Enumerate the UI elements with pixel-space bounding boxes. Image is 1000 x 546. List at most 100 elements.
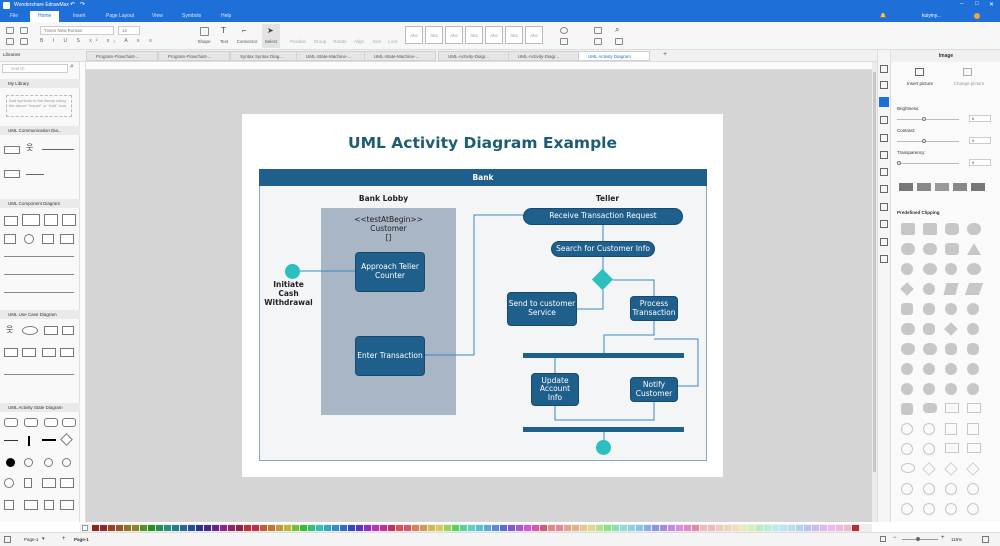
section-uml-communication[interactable]: UML Communication Dia... (0, 126, 80, 135)
clip-shape[interactable] (945, 303, 957, 315)
page-select[interactable]: Page-1 (24, 537, 39, 542)
clip-shape[interactable] (945, 343, 957, 355)
color-swatch[interactable] (852, 525, 859, 531)
page-tab[interactable]: Page-1 (74, 537, 89, 542)
clip-shape[interactable] (901, 503, 913, 515)
zoom-in-icon[interactable]: + (941, 535, 945, 541)
paste-icon[interactable] (6, 38, 14, 45)
color-swatch[interactable] (316, 525, 323, 531)
clip-shape[interactable] (945, 263, 957, 275)
clip-shape[interactable] (923, 283, 935, 295)
color-swatch[interactable] (788, 525, 795, 531)
fill-panel-icon[interactable] (880, 65, 888, 73)
initial-node-shape[interactable] (6, 458, 15, 467)
action-approach-teller[interactable]: Approach Teller Counter (355, 252, 425, 292)
clip-shape[interactable] (923, 263, 937, 275)
clip-shape[interactable] (945, 223, 959, 235)
color-swatch[interactable] (660, 525, 667, 531)
chart-panel-icon[interactable] (880, 151, 888, 159)
color-swatch[interactable] (332, 525, 339, 531)
color-swatch[interactable] (428, 525, 435, 531)
search-icon[interactable]: ⌕ (70, 63, 74, 70)
align-label[interactable]: Align (353, 39, 364, 44)
clip-shape[interactable] (923, 303, 935, 315)
clip-shape[interactable] (901, 223, 915, 235)
doc-tab[interactable]: UML-Activity-Diagr... (508, 51, 580, 61)
assembly-line[interactable] (4, 274, 74, 275)
clip-shape[interactable] (923, 403, 937, 413)
sitemap-panel-icon[interactable] (880, 220, 888, 228)
doc-tab[interactable]: Syntax Syntax Diag... (230, 51, 302, 61)
color-swatch[interactable] (628, 525, 635, 531)
action-shape[interactable] (24, 418, 38, 427)
color-swatch[interactable] (836, 525, 843, 531)
brightness-slider[interactable] (897, 119, 959, 120)
flow-enter-to-receive[interactable] (425, 214, 523, 356)
color-swatch[interactable] (564, 525, 571, 531)
join-bar[interactable] (523, 427, 684, 432)
port-shape[interactable] (42, 234, 54, 244)
crop-icon[interactable] (594, 27, 602, 34)
clip-shape[interactable] (901, 443, 913, 455)
flow-loop-to-notify[interactable] (654, 338, 699, 387)
style-gallery[interactable]: Abc Abc Abc Abc Abc Abc Abc (405, 26, 545, 44)
color-swatch[interactable] (412, 525, 419, 531)
flow-line[interactable] (4, 440, 18, 441)
color-swatch[interactable] (124, 525, 131, 531)
shape-label[interactable]: Shape (197, 39, 211, 44)
component-shape[interactable] (4, 216, 18, 226)
clip-shape[interactable] (901, 263, 913, 275)
effect-thumb[interactable] (899, 183, 913, 191)
color-swatch[interactable] (348, 525, 355, 531)
action-search-customer[interactable]: Search for Customer Info (551, 241, 655, 257)
color-swatch[interactable] (116, 525, 123, 531)
color-swatch[interactable] (476, 525, 483, 531)
lane-label-bank-lobby[interactable]: Bank Lobby (358, 194, 409, 203)
color-swatch[interactable] (612, 525, 619, 531)
menu-file[interactable]: File (10, 13, 19, 19)
zoom-thumb[interactable] (916, 537, 920, 541)
library-search-input[interactable]: search (2, 64, 68, 73)
font-size-select[interactable]: 12 (118, 26, 140, 35)
final-node[interactable] (596, 440, 611, 455)
section-uml-component[interactable]: UML Component Diagram (0, 199, 80, 208)
action-shape[interactable] (4, 418, 18, 427)
color-swatch[interactable] (556, 525, 563, 531)
outline-panel-icon[interactable] (880, 203, 888, 211)
color-swatch[interactable] (356, 525, 363, 531)
effect-thumb[interactable] (971, 183, 985, 191)
chevron-down-icon[interactable]: ▾ (42, 536, 45, 542)
color-swatch[interactable] (180, 525, 187, 531)
association-line[interactable] (4, 374, 74, 375)
color-swatch[interactable] (804, 525, 811, 531)
no-fill-swatch[interactable] (82, 525, 88, 531)
realization-line[interactable] (4, 292, 74, 293)
color-swatch[interactable] (548, 525, 555, 531)
color-swatch[interactable] (204, 525, 211, 531)
contrast-value[interactable]: 0 (969, 137, 991, 144)
initial-node-label[interactable]: Initiate Cash Withdrawal (256, 280, 321, 307)
color-swatch[interactable] (724, 525, 731, 531)
color-swatch[interactable] (92, 525, 99, 531)
clip-shape[interactable] (923, 343, 937, 355)
link-shape[interactable] (42, 149, 74, 150)
redo-icon[interactable]: ↷ (80, 2, 86, 8)
clip-shape[interactable] (901, 363, 913, 375)
clip-shape[interactable] (945, 443, 959, 453)
color-swatch[interactable] (260, 525, 267, 531)
style-swatch-6[interactable]: Abc (505, 26, 523, 44)
color-swatch[interactable] (324, 525, 331, 531)
object-shape[interactable] (4, 170, 20, 178)
image-panel-icon[interactable] (879, 97, 889, 107)
color-swatch[interactable] (820, 525, 827, 531)
color-swatch[interactable] (444, 525, 451, 531)
style-swatch-1[interactable]: Abc (405, 26, 423, 44)
color-swatch[interactable] (468, 525, 475, 531)
brightness-value[interactable]: 0 (969, 115, 991, 122)
package-shape[interactable] (44, 214, 58, 226)
clip-shape[interactable] (945, 243, 959, 255)
color-swatch[interactable] (572, 525, 579, 531)
style-swatch-2[interactable]: Abc (425, 26, 443, 44)
text-format-buttons[interactable]: B I U S x² x₂ A ≡ ≡ (40, 38, 157, 44)
doc-tab[interactable]: UML-Activity-Diagr... (438, 51, 510, 61)
